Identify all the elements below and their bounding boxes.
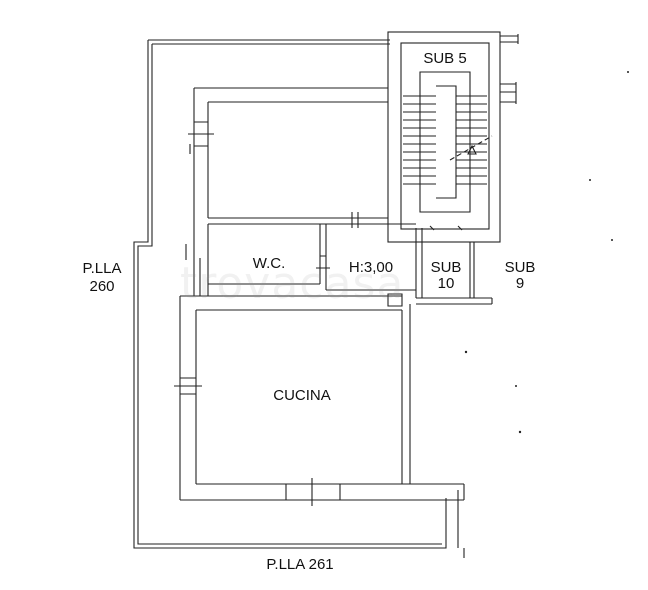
sub10-walls	[416, 241, 493, 305]
label-wc: W.C.	[252, 255, 286, 272]
stair-right-wall-ext	[500, 34, 519, 104]
left-wall-window	[188, 121, 214, 154]
label-sub9-line1: SUB	[504, 259, 536, 276]
small-marks	[185, 212, 463, 260]
label-plla260-line1: P.LLA	[82, 260, 122, 277]
label-kitchen: CUCINA	[273, 387, 331, 404]
label-height: H:3,00	[348, 259, 394, 276]
kitchen-window-bottom	[285, 478, 341, 506]
label-sub10-line2: 10	[437, 275, 455, 292]
pillar	[387, 293, 403, 307]
stair-treads	[403, 95, 487, 185]
kitchen-walls	[179, 295, 465, 501]
stair-wells	[419, 71, 471, 213]
kitchen-window-left	[174, 377, 202, 395]
label-sub5: SUB 5	[423, 50, 467, 67]
label-plla261: P.LLA 261	[266, 556, 334, 573]
label-sub10-line1: SUB	[430, 259, 462, 276]
property-boundary-inner	[137, 43, 442, 545]
stair-core-inner	[400, 42, 490, 230]
label-plla260-line2: 260	[89, 278, 115, 295]
wc-door	[316, 255, 330, 269]
left-entry	[193, 258, 209, 296]
h-room-walls	[326, 223, 423, 298]
label-sub9-line2: 9	[515, 275, 525, 292]
wc-walls	[207, 224, 327, 290]
watermark: trovacasa	[180, 258, 405, 309]
upper-room-walls	[193, 87, 388, 258]
stair-arrow	[467, 144, 477, 155]
property-boundary	[133, 39, 465, 558]
